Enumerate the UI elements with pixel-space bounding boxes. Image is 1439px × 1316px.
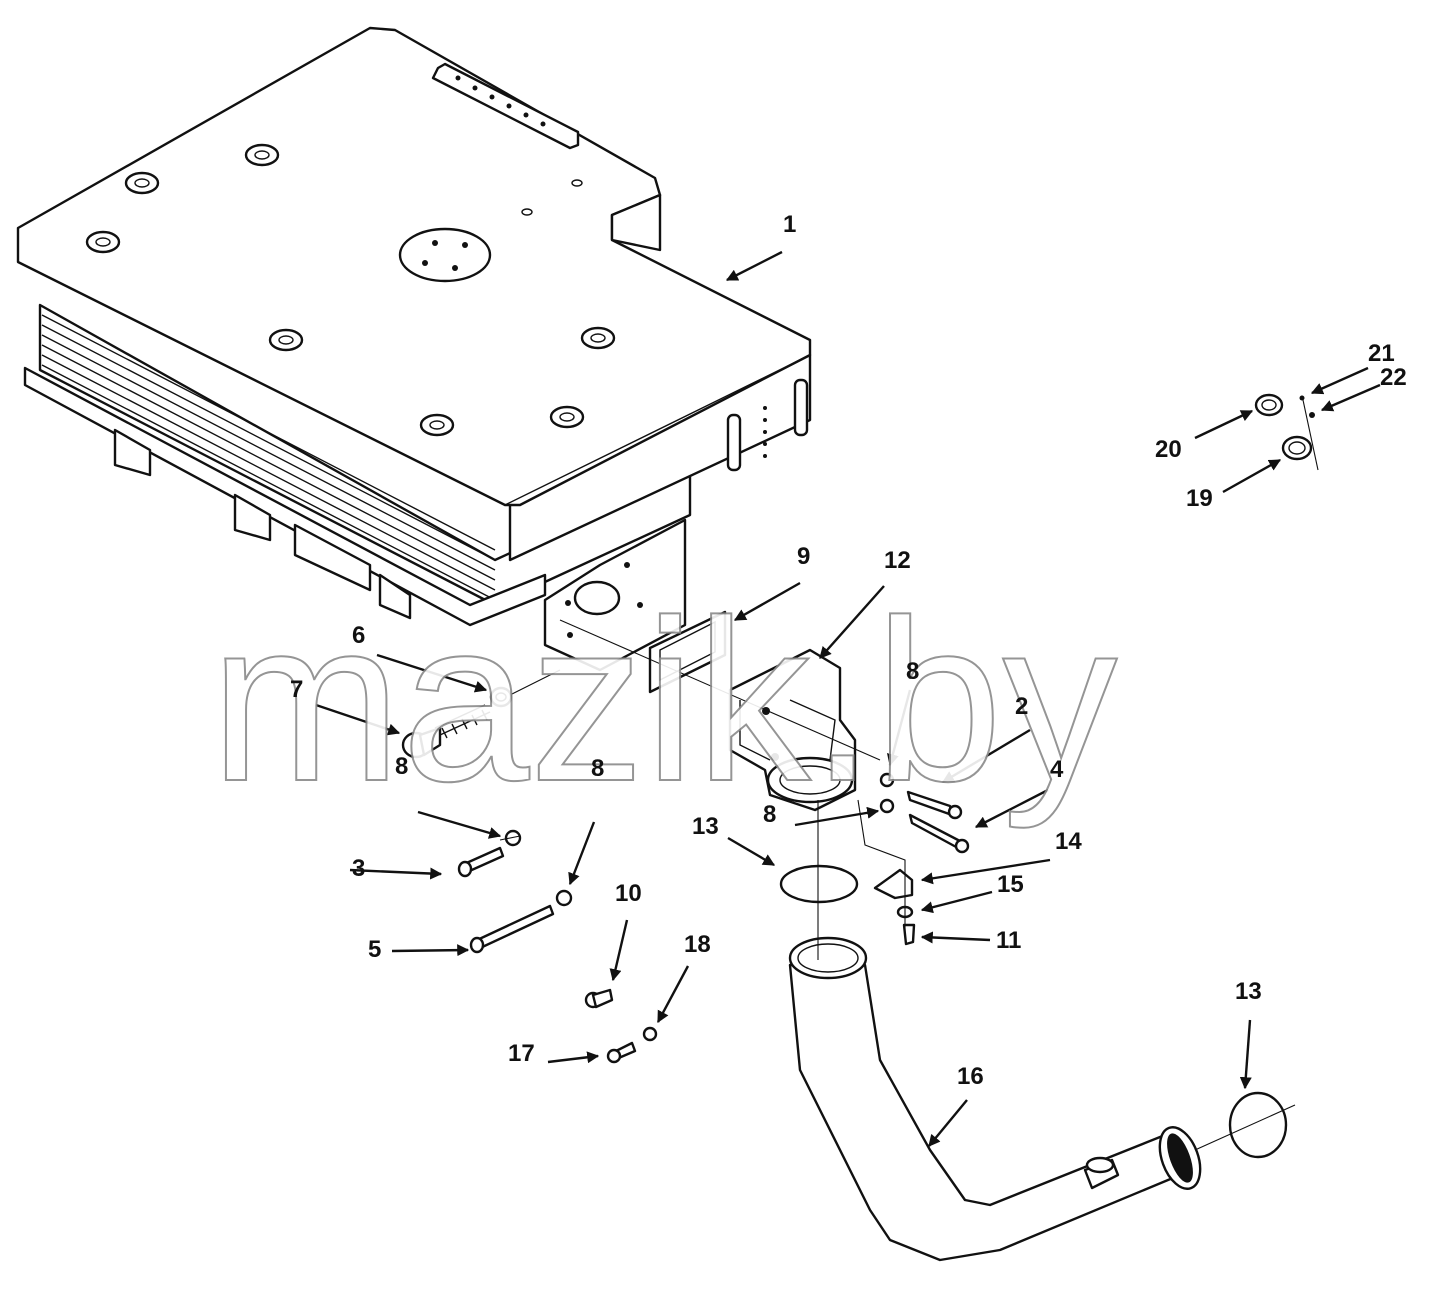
assembly-axes xyxy=(499,399,1319,1151)
callout-8-a: 8 xyxy=(395,753,408,780)
callout-labels: 1 2 3 4 5 6 7 8 8 8 8 9 10 11 12 13 13 1… xyxy=(290,211,1407,1090)
bracket-assembly xyxy=(873,868,916,946)
callout-4: 4 xyxy=(1050,756,1064,783)
seal-ring xyxy=(489,686,513,708)
leader-arrows xyxy=(315,250,1381,1147)
watermark: mazik.by xyxy=(210,572,1117,829)
callout-5: 5 xyxy=(368,936,381,963)
callout-3: 3 xyxy=(352,855,365,882)
callout-8-d: 8 xyxy=(906,658,919,685)
callout-14: 14 xyxy=(1055,828,1082,855)
callout-13-a: 13 xyxy=(692,813,719,840)
o-ring-upper xyxy=(779,864,859,904)
oil-pipe xyxy=(788,936,1202,1262)
spring xyxy=(441,709,488,739)
callout-2: 2 xyxy=(1015,693,1028,720)
cooler-fins xyxy=(41,314,496,601)
sensor-fittings xyxy=(1254,393,1315,461)
callout-8-c: 8 xyxy=(763,801,776,828)
callout-8-b: 8 xyxy=(591,755,604,782)
mounting-bosses xyxy=(85,143,616,437)
callout-19: 19 xyxy=(1186,485,1213,512)
callout-6: 6 xyxy=(352,622,365,649)
oil-cooler-housing xyxy=(16,26,812,672)
callout-21: 21 xyxy=(1368,340,1395,367)
callout-9: 9 xyxy=(797,543,810,570)
mounting-bolts xyxy=(457,829,658,1064)
o-ring-pipe-end xyxy=(1228,1091,1288,1159)
callout-17: 17 xyxy=(508,1040,535,1067)
callout-16: 16 xyxy=(957,1063,984,1090)
callout-20: 20 xyxy=(1155,436,1182,463)
callout-1: 1 xyxy=(783,211,796,238)
terminal-strip xyxy=(431,62,580,150)
callout-18: 18 xyxy=(684,931,711,958)
callout-15: 15 xyxy=(997,871,1024,898)
elbow-fitting xyxy=(728,648,857,812)
elbow-bolts xyxy=(879,772,970,854)
callout-13-b: 13 xyxy=(1235,978,1262,1005)
callout-22: 22 xyxy=(1380,364,1407,391)
callout-11: 11 xyxy=(996,927,1021,954)
callout-12: 12 xyxy=(884,547,911,574)
callout-7: 7 xyxy=(290,676,303,703)
central-cover xyxy=(398,227,492,283)
gasket xyxy=(648,610,727,694)
callout-10: 10 xyxy=(615,880,642,907)
relief-valve-plug xyxy=(401,686,513,759)
